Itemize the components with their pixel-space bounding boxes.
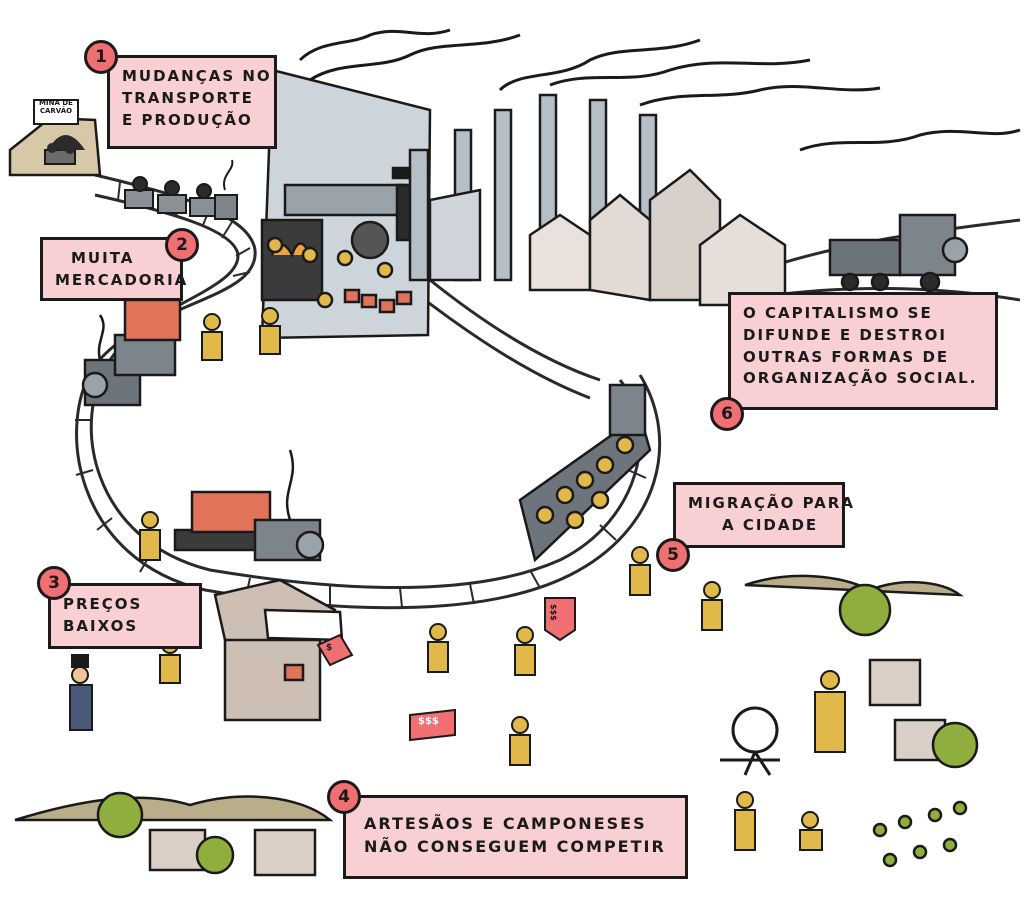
callout-line: Mudanças no xyxy=(122,67,272,85)
badge-number-4: 4 xyxy=(327,780,361,814)
callout-line: baixos xyxy=(63,616,139,635)
railway-loop xyxy=(75,173,1021,610)
callout-low-prices: Preços baixos xyxy=(48,583,202,649)
migrant-train xyxy=(518,383,652,563)
callout-line: Preços xyxy=(63,595,143,613)
callout-line: Muita xyxy=(71,249,135,267)
badge-number-5: 5 xyxy=(656,538,690,572)
price-tag-cart-label: $$$ xyxy=(549,604,558,621)
callout-line: mercadoria xyxy=(55,270,189,289)
city-skyline xyxy=(298,28,1021,307)
callout-line: e produção xyxy=(122,110,253,129)
coal-train xyxy=(124,159,238,220)
callout-line: a cidade xyxy=(722,515,819,534)
callout-artisans-compete: Artesãos e camponeses não conseguem comp… xyxy=(343,795,688,879)
callout-line: O capitalismo se xyxy=(743,304,933,322)
callout-line: difunde e destroi xyxy=(743,325,948,344)
callout-migration-city: Migração para a cidade xyxy=(673,482,855,548)
badge-number-1: 1 xyxy=(84,40,118,74)
price-tag-market-label: $$$ xyxy=(418,716,439,727)
callout-line: organização social. xyxy=(743,369,978,388)
capitalist-figure xyxy=(69,654,93,731)
market-stall xyxy=(213,578,344,722)
goods-train-bottom xyxy=(173,449,325,562)
badge-number-6: 6 xyxy=(710,397,744,431)
badge-number-2: 2 xyxy=(165,228,199,262)
worker-figures xyxy=(139,307,846,851)
price-tag-label: $ xyxy=(326,643,333,653)
mine-sign-label: Mina de carvão xyxy=(39,99,73,115)
callout-line: não conseguem competir xyxy=(364,837,666,857)
callout-lots-of-goods: Muita mercadoria xyxy=(40,237,189,301)
callout-line: Artesãos e camponeses xyxy=(364,814,647,833)
callout-transport-production: Mudanças no transporte e produção xyxy=(107,55,277,149)
callout-line: Migração para xyxy=(688,494,855,512)
spinning-wheel xyxy=(720,706,780,776)
callout-line: transporte xyxy=(122,88,254,107)
goods-train-left xyxy=(81,298,182,407)
callout-line: outras formas de xyxy=(743,347,950,366)
city-train xyxy=(828,213,969,293)
coal-mine xyxy=(8,99,102,177)
factory-interior xyxy=(260,68,432,340)
callout-capitalism-spreads: O capitalismo se difunde e destroi outra… xyxy=(728,292,998,410)
countryside xyxy=(14,574,979,877)
badge-number-3: 3 xyxy=(37,566,71,600)
